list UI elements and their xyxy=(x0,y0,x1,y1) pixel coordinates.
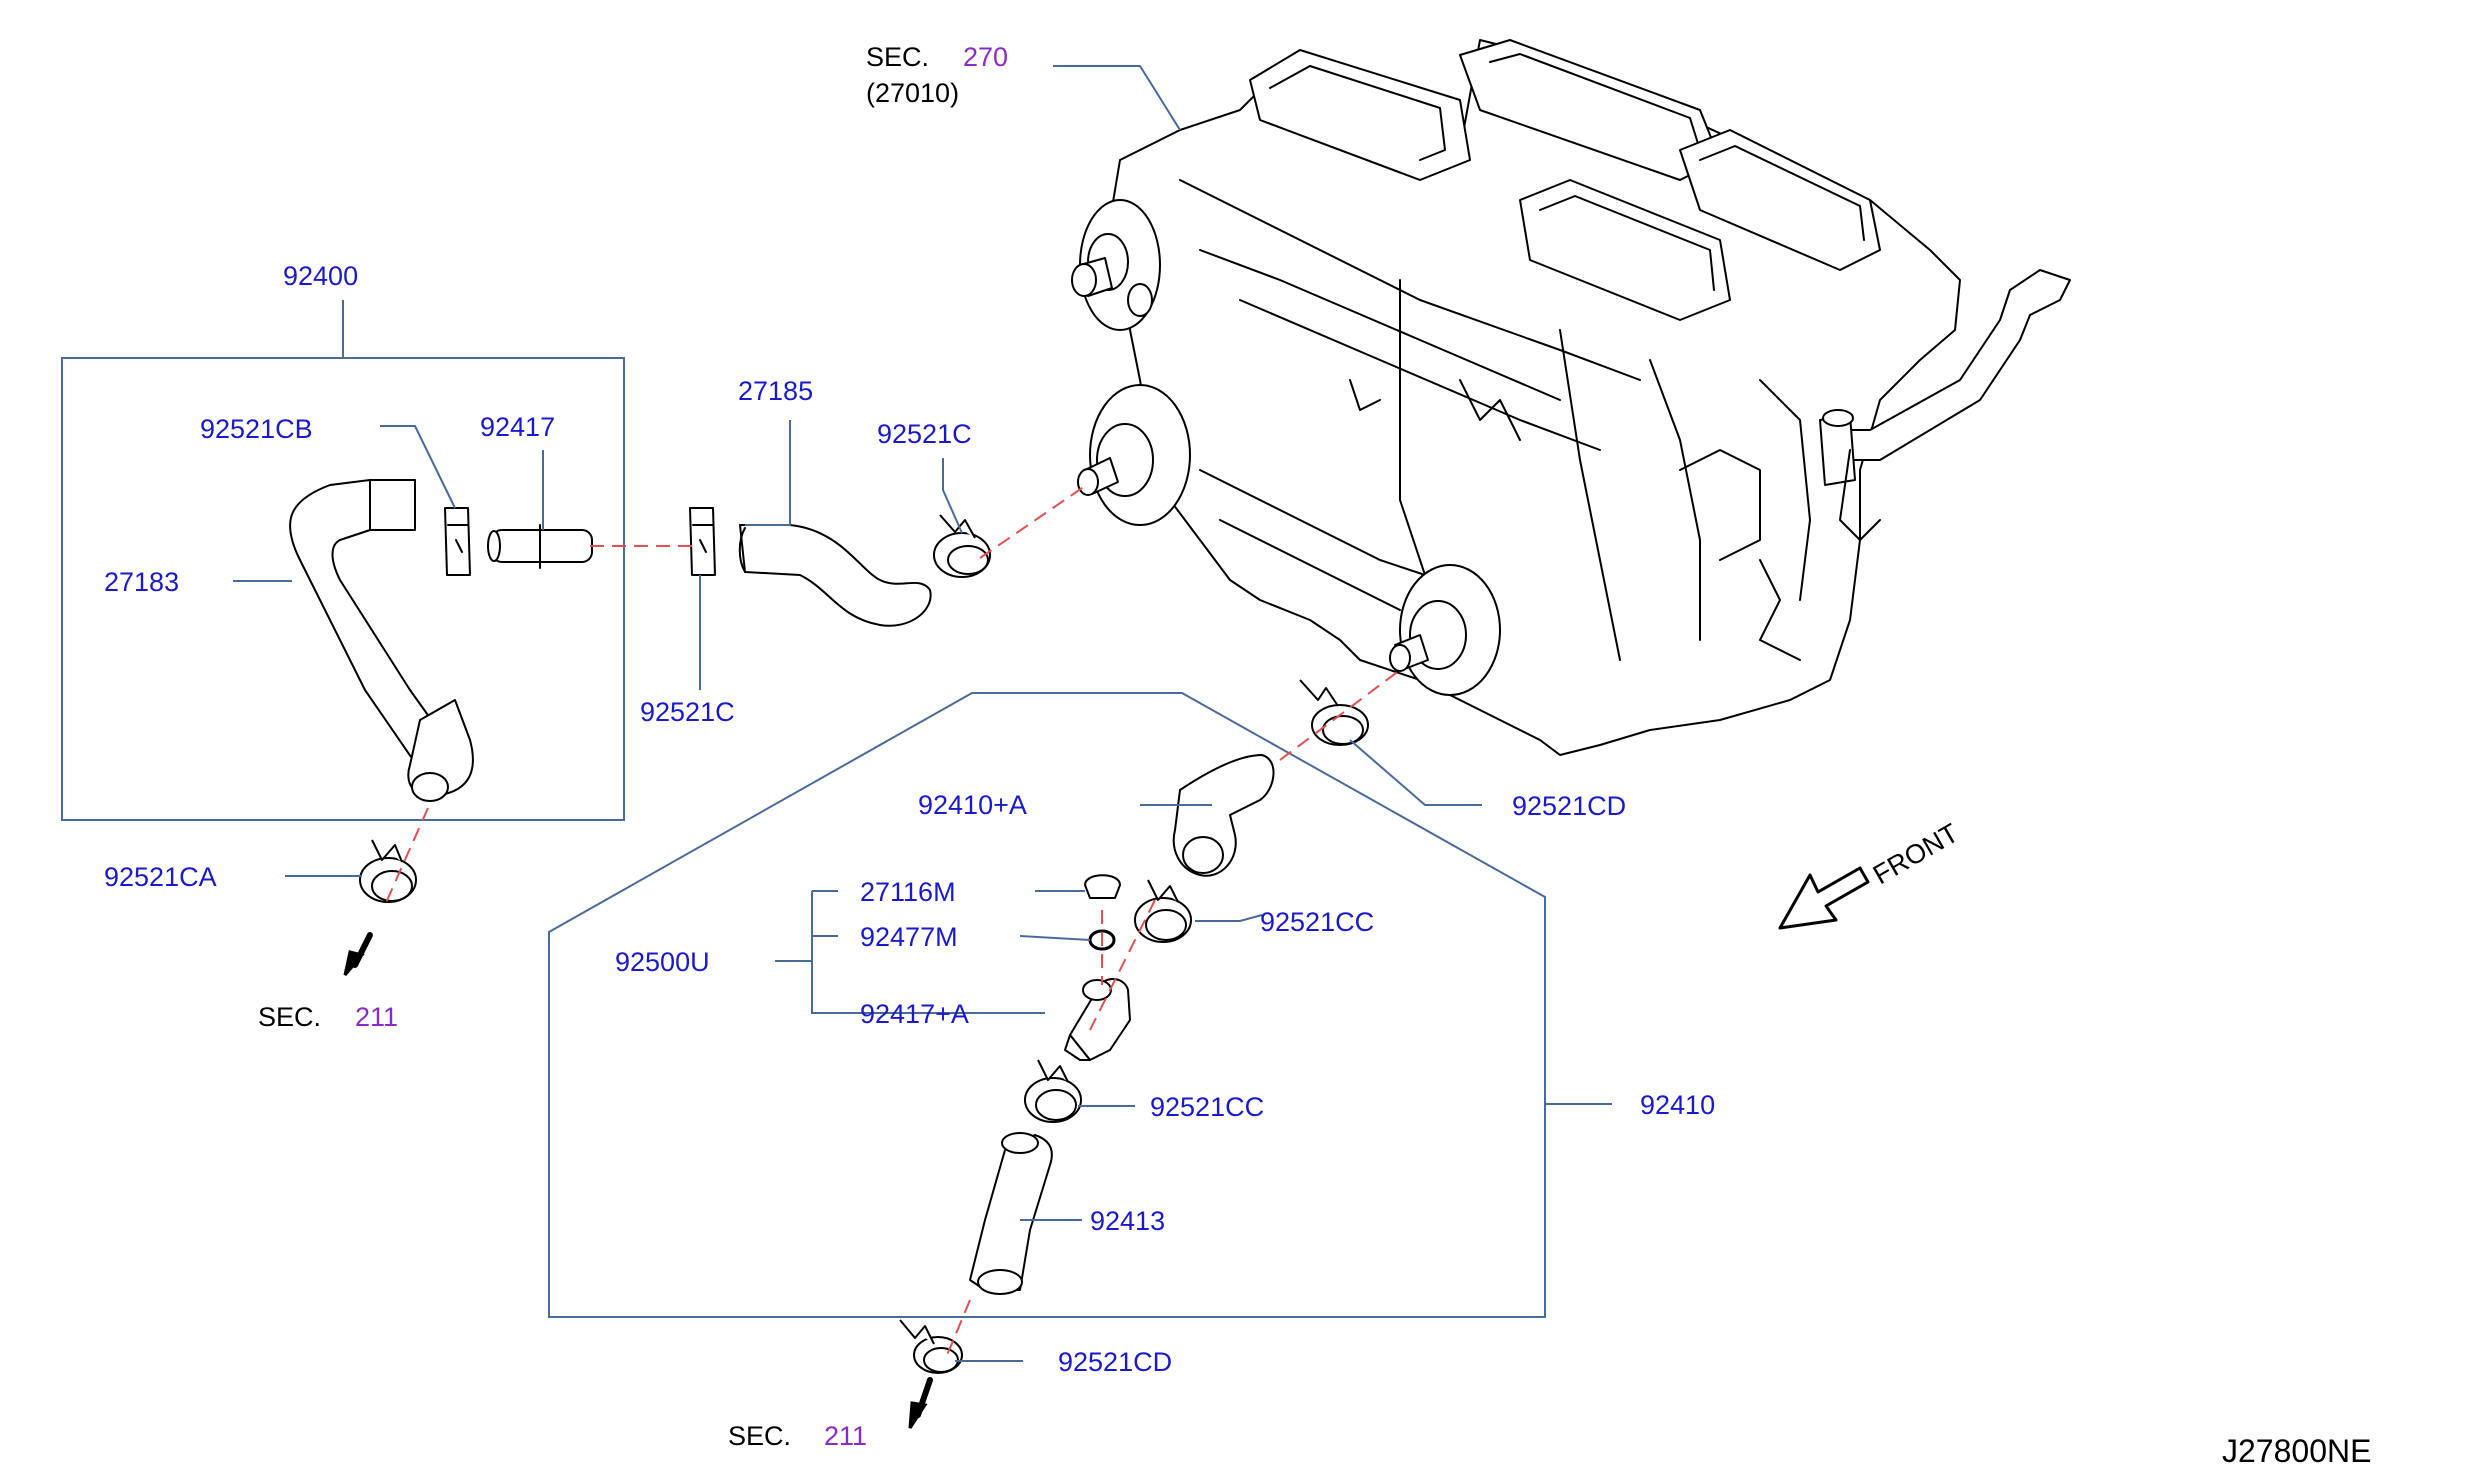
clamp-92521cd-bottom xyxy=(899,1319,963,1374)
sec-270-sub: (27010) xyxy=(866,78,959,108)
label-27185: 27185 xyxy=(738,376,813,406)
label-92521c-top: 92521C xyxy=(877,419,972,449)
heater-unit-assembly xyxy=(1071,39,2071,756)
clamp-92521ca xyxy=(359,839,417,903)
clamp-92521cb xyxy=(444,507,471,576)
section-92400-box xyxy=(61,300,625,821)
clamp-92521c-lower xyxy=(689,507,716,576)
sec-270-prefix: SEC. xyxy=(866,42,929,72)
label-92410: 92410 xyxy=(1640,1090,1715,1120)
sec-211-bottom-prefix: SEC. xyxy=(728,1421,791,1451)
label-92413: 92413 xyxy=(1090,1206,1165,1236)
label-92521cc-upper: 92521CC xyxy=(1260,907,1374,937)
label-92477m: 92477M xyxy=(860,922,958,952)
label-92410a: 92410+A xyxy=(918,790,1027,820)
diagram-reference-code: J27800NE xyxy=(2222,1433,2371,1469)
label-92400: 92400 xyxy=(283,261,358,291)
sec-211-bottom-number: 211 xyxy=(824,1421,867,1451)
label-27183: 27183 xyxy=(104,567,179,597)
callout-labels: SEC. 270 (27010) 92400 92521CB 92417 271… xyxy=(104,42,2371,1469)
label-92417: 92417 xyxy=(480,412,555,442)
sec-270-number: 270 xyxy=(963,42,1008,72)
label-92521cd-right: 92521CD xyxy=(1512,791,1626,821)
arrow-to-sec211-left xyxy=(343,932,373,976)
arrow-to-sec211-bottom xyxy=(908,1377,933,1429)
section-92410-box xyxy=(548,692,1546,1318)
flow-lines xyxy=(384,485,1401,1361)
front-label: FRONT xyxy=(1868,818,1964,890)
label-92521ca: 92521CA xyxy=(104,862,217,892)
clamp-92521cd-right xyxy=(1299,679,1369,746)
hose-92413 xyxy=(969,1132,1053,1295)
front-direction-arrow xyxy=(1778,866,1870,930)
label-92521c-bottom: 92521C xyxy=(640,697,735,727)
label-92521cd-bottom: 92521CD xyxy=(1058,1347,1172,1377)
clamp-92521cc-upper xyxy=(1134,879,1192,943)
label-92521cb: 92521CB xyxy=(200,414,313,444)
plug-27116m xyxy=(1084,874,1121,899)
leader-lines xyxy=(233,65,1612,1362)
clamp-92521c-top xyxy=(933,514,991,578)
label-92521cc-lower: 92521CC xyxy=(1150,1092,1264,1122)
sec-211-left-prefix: SEC. xyxy=(258,1002,321,1032)
sec-211-left-number: 211 xyxy=(355,1002,398,1032)
label-92417a: 92417+A xyxy=(860,999,969,1029)
tee-connector-92417a xyxy=(1064,978,1131,1061)
hose-27185 xyxy=(738,524,932,627)
hose-27183 xyxy=(289,479,474,802)
connector-92417 xyxy=(487,524,593,569)
label-92500u: 92500U xyxy=(615,947,710,977)
elbow-92410a xyxy=(1172,754,1275,877)
clamp-92521cc-lower xyxy=(1024,1059,1082,1123)
label-27116m: 27116M xyxy=(860,877,956,907)
